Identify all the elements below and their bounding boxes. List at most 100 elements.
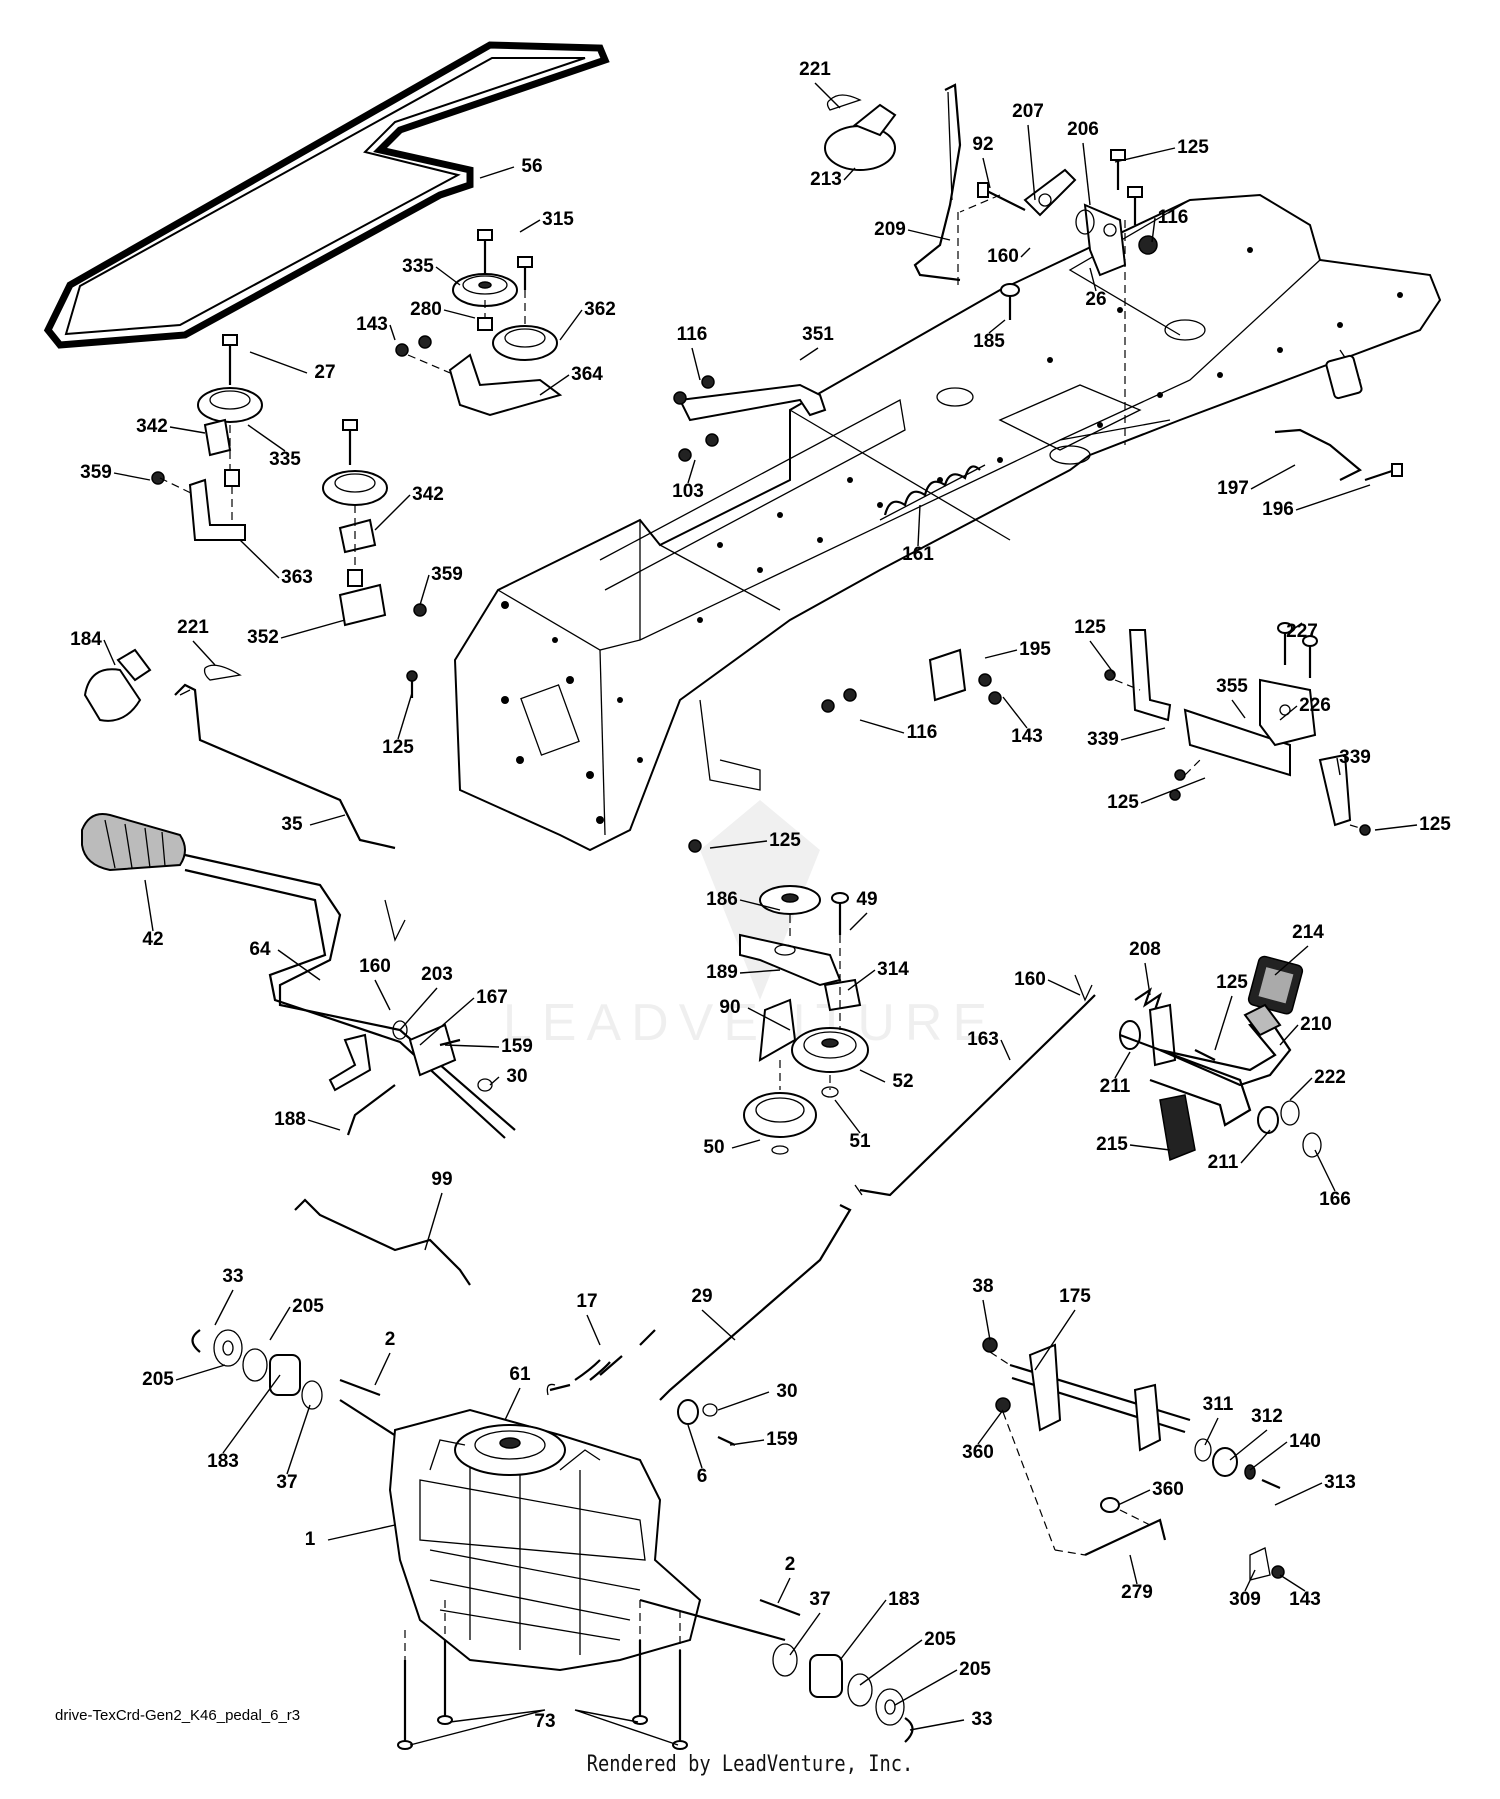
- callout-leader-64: [277, 949, 321, 981]
- callout-2: 2: [385, 1329, 396, 1350]
- callout-61: 61: [509, 1364, 531, 1385]
- callout-leader-51: [834, 1099, 861, 1134]
- callout-313: 313: [1324, 1472, 1356, 1493]
- callout-leader-213: [843, 167, 856, 181]
- callout-leader-186: [739, 899, 781, 911]
- callout-leader-160: [374, 979, 391, 1011]
- callout-leader-2: [374, 1352, 391, 1386]
- callout-207: 207: [1012, 101, 1044, 122]
- callout-leader-29: [701, 1309, 736, 1341]
- bracket-195: [928, 648, 967, 702]
- lift-rod-35: [174, 683, 396, 850]
- callout-92: 92: [972, 134, 993, 155]
- callout-33: 33: [222, 1266, 243, 1287]
- callout-leader-188: [307, 1119, 341, 1131]
- bolt-313: [1261, 1478, 1281, 1490]
- rod-279: [1084, 1518, 1167, 1556]
- callout-leader-116: [1151, 217, 1156, 243]
- callout-37: 37: [809, 1589, 830, 1610]
- callout-215: 215: [1096, 1134, 1128, 1155]
- washer-311: [1194, 1438, 1212, 1462]
- callout-leader-17: [586, 1314, 601, 1346]
- callout-213: 213: [810, 169, 842, 190]
- callout-27: 27: [314, 362, 335, 383]
- bracket-167: [328, 1023, 457, 1092]
- callout-116: 116: [677, 324, 708, 345]
- callout-312: 312: [1251, 1406, 1283, 1427]
- callout-leader-189: [739, 969, 781, 974]
- shaft-175: [1009, 1343, 1191, 1452]
- callout-leader-352: [280, 619, 346, 639]
- callout-188: 188: [274, 1109, 306, 1130]
- callout-leader-364: [539, 374, 570, 396]
- callout-leader-183: [222, 1374, 281, 1454]
- callout-leader-143: [389, 324, 396, 341]
- callout-leader-222: [1289, 1077, 1313, 1101]
- grip-42: [81, 813, 186, 872]
- callout-leader-99: [424, 1192, 443, 1251]
- knob-213: [824, 103, 897, 171]
- callout-125: 125: [382, 737, 414, 758]
- bracket-342-left: [203, 418, 232, 457]
- callout-leader-207: [1027, 124, 1036, 201]
- callout-339: 339: [1087, 729, 1119, 750]
- callout-leader-92: [982, 157, 991, 189]
- callout-90: 90: [719, 997, 740, 1018]
- callout-359: 359: [80, 462, 112, 483]
- callout-210: 210: [1300, 1014, 1332, 1035]
- nuts-103: [678, 433, 719, 462]
- callout-351: 351: [802, 324, 834, 345]
- bracket-342-mid: [338, 518, 377, 554]
- callout-52: 52: [892, 1071, 913, 1092]
- callout-211: 211: [1100, 1076, 1131, 1097]
- spring-161: [879, 464, 986, 521]
- spacer-363-left: [224, 469, 240, 487]
- idler-pulley-335-top: [452, 273, 518, 307]
- callout-196: 196: [1262, 499, 1294, 520]
- callout-leader-342: [169, 426, 206, 434]
- callout-280: 280: [410, 299, 442, 320]
- bracket-364: [448, 353, 563, 417]
- callout-leader-335: [247, 424, 286, 452]
- bolts-125-top: [1110, 149, 1143, 225]
- callout-205: 205: [142, 1369, 174, 1390]
- rod-99: [294, 1198, 471, 1286]
- e-clip-33-left: [191, 1329, 201, 1353]
- callout-leader-175: [1034, 1309, 1076, 1371]
- callout-227: 227: [1286, 621, 1318, 642]
- footer-credit: Rendered by LeadVenture, Inc.: [586, 1752, 914, 1777]
- callout-leader-125: [397, 692, 413, 740]
- callout-leader-143: [1002, 696, 1028, 729]
- drawing-id: drive-TexCrd-Gen2_K46_pedal_6_r3: [55, 1707, 301, 1724]
- bracket-352-left: [188, 478, 246, 541]
- callout-125: 125: [1177, 137, 1209, 158]
- callout-leader-52: [859, 1069, 886, 1083]
- callout-143: 143: [1011, 726, 1043, 747]
- callout-29: 29: [691, 1286, 712, 1307]
- bracket-355: [1183, 708, 1291, 777]
- callout-leader-183: [839, 1599, 887, 1661]
- callout-leader-26: [1089, 267, 1097, 292]
- callout-leader-42: [144, 879, 154, 932]
- callout-160: 160: [987, 246, 1019, 267]
- callout-leader-342: [374, 494, 411, 531]
- callout-leader-37: [789, 1612, 821, 1656]
- rod-29: [659, 1204, 852, 1401]
- callout-leader-61: [504, 1387, 521, 1421]
- callout-leader-90: [747, 1007, 791, 1031]
- callout-leader-208: [1144, 962, 1151, 996]
- pedal-pad-214: [1247, 955, 1304, 1015]
- callout-leader-226: [1279, 705, 1298, 721]
- hairpin-221-left: [203, 664, 242, 681]
- washer-203: [392, 1020, 408, 1040]
- bolt-125-center: [688, 839, 702, 853]
- callout-203: 203: [421, 964, 453, 985]
- washer-205-left-b: [242, 1348, 268, 1382]
- nut-359-left: [151, 471, 165, 485]
- key-2-right: [759, 1598, 801, 1617]
- callout-leader-211: [1240, 1129, 1271, 1164]
- spacer-280: [477, 317, 493, 331]
- bolt-125-pedal: [1194, 1049, 1216, 1061]
